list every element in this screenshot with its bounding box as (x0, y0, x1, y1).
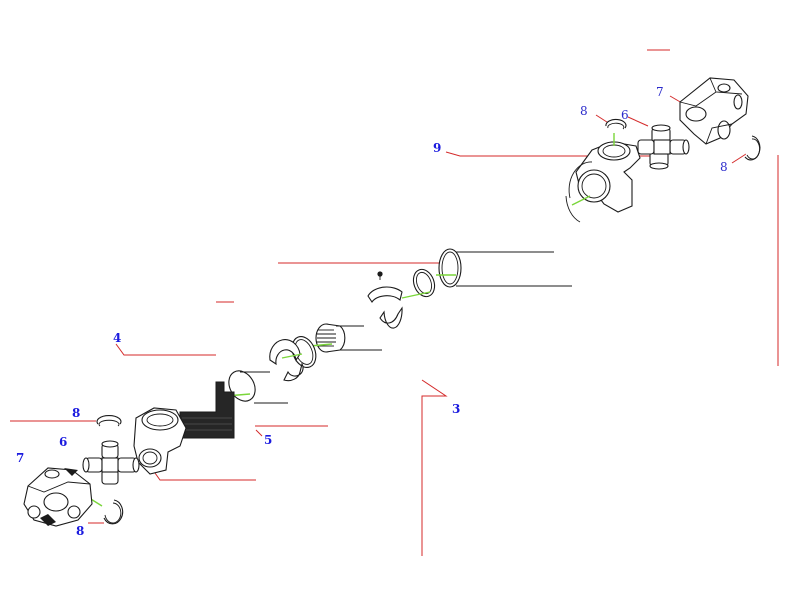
callout-4: 4 (113, 331, 121, 345)
leader-line-8-upper-bottom (731, 153, 747, 164)
grease-fitting-icon (377, 271, 383, 280)
leader-line-3 (421, 379, 448, 556)
callout-6-upper: 6 (621, 108, 629, 122)
universal-joint-cross-icon (637, 124, 690, 170)
leader-line-6-upper (627, 116, 649, 127)
leader-line-9 (445, 151, 650, 157)
slip-yoke-icon (133, 381, 235, 475)
leader-lines (10, 49, 779, 556)
spline-shaft-icon (315, 323, 382, 353)
seal-ring-icon (367, 286, 403, 329)
callout-8-upper-bottom: 8 (720, 160, 728, 174)
callout-8-upper-top: 8 (580, 104, 588, 118)
leader-line-4 (115, 343, 216, 356)
tube-icon (438, 248, 572, 288)
callout-8-lower-bottom: 8 (76, 524, 84, 538)
slip-yoke-icon (565, 141, 641, 223)
snap-ring-icon (103, 499, 124, 525)
universal-joint-cross-icon (82, 440, 140, 485)
callout-8-lower-top: 8 (72, 406, 80, 420)
flange-yoke-icon (23, 467, 93, 527)
flange-yoke-icon (679, 77, 749, 145)
callout-9: 9 (433, 141, 441, 155)
snap-ring-icon (605, 118, 627, 130)
snap-ring-icon (744, 135, 761, 161)
callout-3: 3 (452, 402, 460, 416)
leader-line-5b (255, 429, 263, 437)
highlight-line-rings (281, 353, 303, 359)
seal-ring-icon (412, 268, 436, 298)
callout-5: 5 (264, 433, 272, 447)
callout-7-lower: 7 (16, 451, 24, 465)
callout-7-upper: 7 (656, 85, 664, 99)
callout-labels: 9 8 6 7 8 4 3 5 8 6 7 8 (16, 85, 728, 538)
highlight-line-seal (401, 291, 431, 299)
snap-ring-icon (96, 415, 122, 427)
highlight-line-slip-yoke (571, 195, 591, 206)
callout-6-lower: 6 (59, 435, 67, 449)
